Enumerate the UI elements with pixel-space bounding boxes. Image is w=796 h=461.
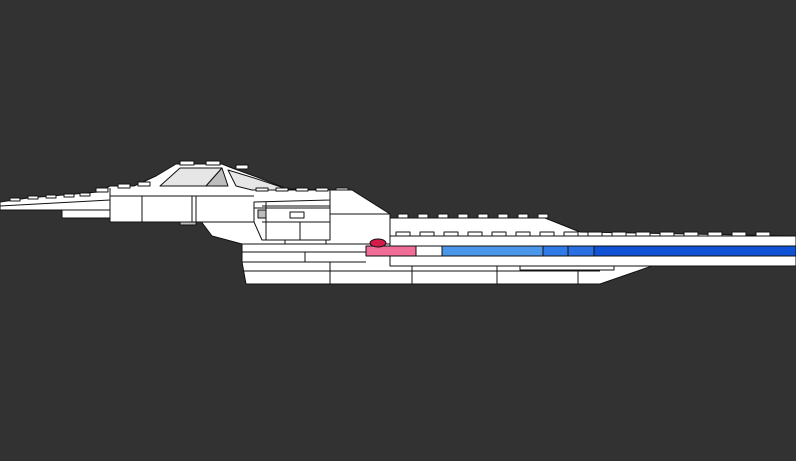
warp-stripe-light	[441, 245, 544, 257]
saucer-underside	[61, 209, 111, 219]
rear-deck-slope	[227, 169, 291, 191]
warp-stripe-mid-1	[542, 245, 569, 257]
starship-hull	[0, 160, 796, 285]
deflector-dish	[369, 238, 387, 248]
deflector-stripe-white	[415, 245, 443, 257]
nacelle-underside	[389, 255, 796, 267]
sensor-pod	[179, 221, 197, 226]
neck-details	[257, 196, 330, 240]
warp-stripe-deep	[593, 245, 796, 257]
nacelle-top-greebles	[395, 231, 771, 237]
bridge-dome-shade	[205, 167, 229, 187]
warp-stripe-mid-2	[567, 245, 595, 257]
nacelle-base	[389, 235, 796, 247]
dorsal-wedge	[329, 189, 391, 215]
deflector-stripe-pink	[365, 245, 417, 257]
saucer-panel-lines	[0, 188, 330, 222]
keel-plate	[519, 265, 615, 271]
hull-top-greebles	[397, 213, 549, 219]
